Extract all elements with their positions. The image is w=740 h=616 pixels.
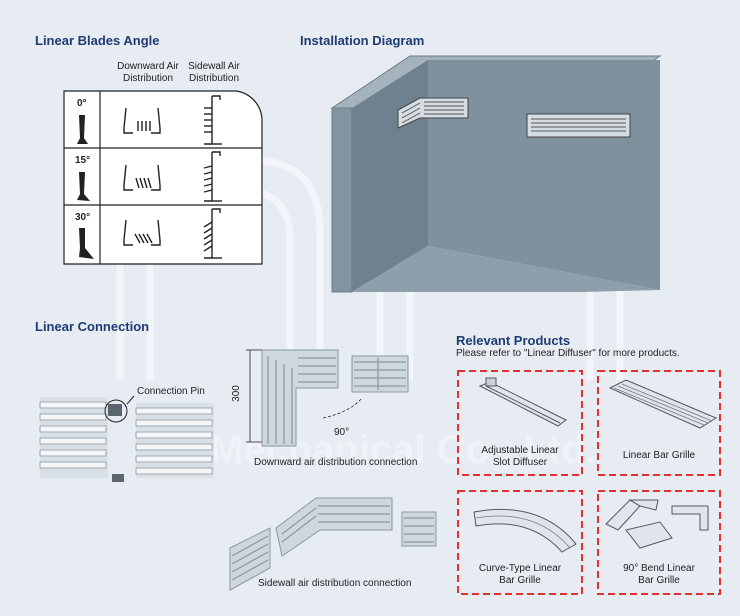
product-linear-bar-grille: Linear Bar Grille: [622, 450, 696, 461]
col-head-sidewall: Sidewall Air Distribution: [188, 61, 240, 84]
angle-90-label: 90°: [334, 427, 350, 438]
installation-title: Installation Diagram: [300, 33, 425, 48]
products-title: Relevant Products: [456, 333, 571, 348]
col-head-downward: Downward Air Distribution: [117, 61, 179, 84]
product-slot-diffuser: Adjustable Linear Slot Diffuser: [481, 445, 559, 468]
connection-pin-label: Connection Pin: [137, 386, 205, 397]
angle-label-30: 30°: [75, 212, 91, 223]
downward-caption: Downward air distribution connection: [254, 457, 418, 468]
blades-title: Linear Blades Angle: [35, 33, 160, 48]
connection-title: Linear Connection: [35, 319, 150, 334]
sidewall-caption: Sidewall air distribution connection: [258, 578, 412, 589]
angle-label-0: 0°: [77, 98, 87, 109]
angle-label-15: 15°: [75, 155, 91, 166]
product-bend-bar-grille: 90° Bend Linear Bar Grille: [623, 563, 695, 586]
product-curve-bar-grille: Curve-Type Linear Bar Grille: [478, 563, 562, 586]
products-note: Please refer to "Linear Diffuser" for mo…: [456, 348, 680, 359]
